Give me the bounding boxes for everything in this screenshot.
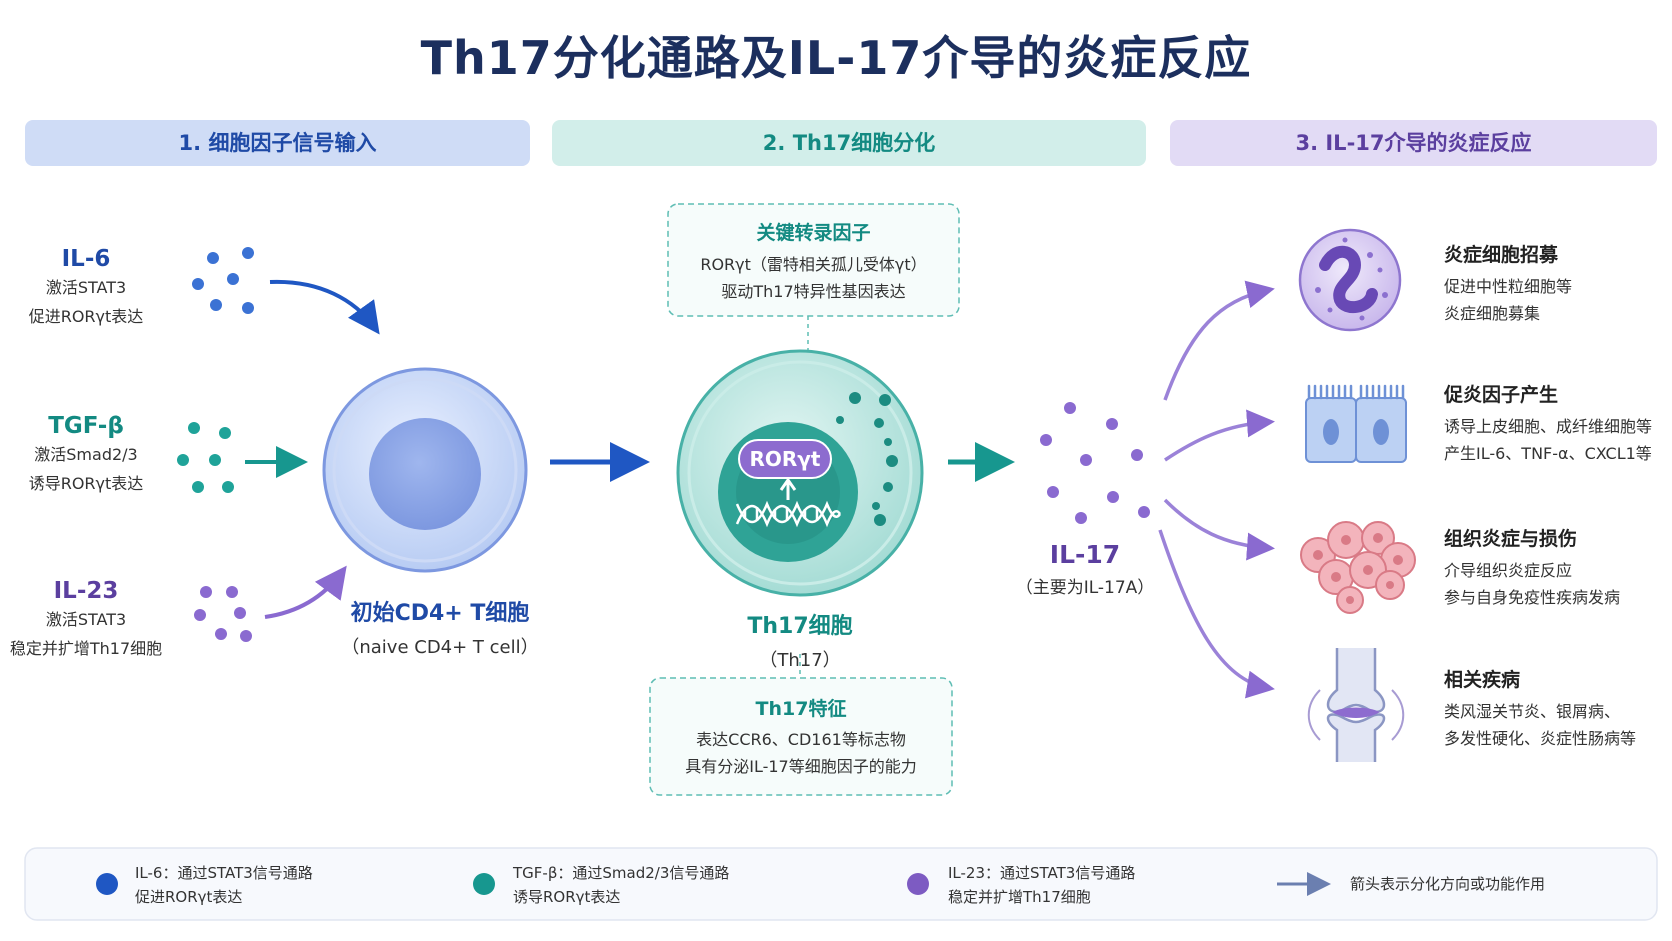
legend-arrow-line1: 箭头表示分化方向或功能作用 — [1350, 875, 1546, 893]
key-factor-text: 关键转录因子 RORγt（雷特相关孤儿受体γt） 驱动Th17特异性基因表达 — [668, 218, 959, 305]
il17-name: IL-17 — [1049, 540, 1121, 569]
effect-recruitment-line1: 促进中性粒细胞等 — [1444, 277, 1573, 296]
il23-arrow — [264, 565, 347, 619]
th17-cell-sub: （Th17） — [759, 650, 841, 671]
effect-tissue: 组织炎症与损伤 介导组织炎症反应 参与自身免疫性疾病发病 — [1444, 524, 1620, 611]
naive-cd4-t-cell-icon — [322, 367, 528, 573]
il17-sub: （主要为IL-17A） — [1015, 578, 1155, 598]
effect-arrow-tissue — [1163, 498, 1275, 561]
effect-cytokines: 促炎因子产生 诱导上皮细胞、成纤维细胞等 产生IL-6、TNF-α、CXCL1等 — [1444, 380, 1652, 467]
input-il6-line1: 激活STAT3 — [45, 278, 127, 297]
effect-tissue-line1: 介导组织炎症反应 — [1444, 561, 1573, 580]
effect-cytokines-line2: 产生IL-6、TNF-α、CXCL1等 — [1444, 444, 1652, 463]
naive-cell-label: 初始CD4+ T细胞 （naive CD4+ T cell） — [325, 595, 555, 659]
key-factor-box — [667, 203, 960, 317]
damaged-tissue-icon — [1300, 521, 1416, 614]
page-title: Th17分化通路及IL-17介导的炎症反应 — [420, 31, 1252, 85]
rorgt-label-box — [738, 439, 832, 479]
effect-disease-line2: 多发性硬化、炎症性肠病等 — [1444, 729, 1637, 748]
th17-cell-name: Th17细胞 — [747, 614, 853, 639]
input-il23-name: IL-23 — [53, 578, 119, 604]
legend-tgfb-swatch — [473, 873, 495, 895]
rorgt-label: RORγt — [749, 447, 821, 471]
naive-cell-sub: （naive CD4+ T cell） — [341, 637, 539, 658]
legend-il6-line2: 促进RORγt表达 — [135, 888, 243, 906]
il17-label: IL-17 （主要为IL-17A） — [1000, 540, 1170, 598]
input-il6: IL-6 激活STAT3 促进RORγt表达 — [0, 246, 186, 330]
input-il23: IL-23 激活STAT3 稳定并扩增Th17细胞 — [0, 578, 186, 662]
section-band-input: 1. 细胞因子信号输入 — [25, 120, 530, 166]
legend-il6-swatch — [96, 873, 118, 895]
input-tgfb: TGF-β 激活Smad2/3 诱导RORγt表达 — [0, 413, 186, 497]
neutrophil-icon — [1298, 228, 1402, 332]
input-tgfb-line2: 诱导RORγt表达 — [28, 474, 144, 493]
th17-features-line2: 具有分泌IL-17等细胞因子的能力 — [685, 757, 917, 776]
legend-il6-line1: IL-6：通过STAT3信号通路 — [135, 864, 313, 882]
legend-il23: IL-23：通过STAT3信号通路 稳定并扩增Th17细胞 — [948, 861, 1135, 909]
legend-panel — [24, 847, 1658, 921]
effect-arrow-cytokines — [1164, 409, 1275, 462]
legend-il23-line2: 稳定并扩增Th17细胞 — [948, 888, 1091, 906]
effect-arrow-recruit — [1163, 280, 1275, 401]
il23-dots — [194, 586, 252, 642]
epithelial-cells-icon — [1305, 384, 1407, 463]
tgfb-dots — [177, 422, 234, 493]
input-il23-line2: 稳定并扩增Th17细胞 — [9, 639, 163, 658]
legend-il6: IL-6：通过STAT3信号通路 促进RORγt表达 — [135, 861, 313, 909]
input-il6-name: IL-6 — [61, 246, 111, 272]
th17-features-line1: 表达CCR6、CD161等标志物 — [696, 730, 906, 749]
legend-arrow: 箭头表示分化方向或功能作用 — [1350, 872, 1545, 896]
th17-cell-label: Th17细胞 （Th17） — [690, 608, 910, 672]
key-factor-title: 关键转录因子 — [756, 222, 871, 244]
section-band-differentiation: 2. Th17细胞分化 — [552, 120, 1146, 166]
effect-cytokines-line1: 诱导上皮细胞、成纤维细胞等 — [1444, 417, 1653, 436]
effect-disease-line1: 类风湿关节炎、银屑病、 — [1444, 702, 1621, 721]
legend-il23-line1: IL-23：通过STAT3信号通路 — [948, 864, 1136, 882]
effect-tissue-title: 组织炎症与损伤 — [1444, 528, 1578, 550]
key-factor-line1: RORγt（雷特相关孤儿受体γt） — [700, 255, 927, 274]
effect-cytokines-title: 促炎因子产生 — [1444, 384, 1559, 406]
th17-features-box — [649, 677, 953, 796]
joint-icon — [1307, 648, 1405, 762]
effect-recruitment: 炎症细胞招募 促进中性粒细胞等 炎症细胞募集 — [1444, 240, 1572, 327]
input-il23-line1: 激活STAT3 — [45, 610, 127, 629]
legend-tgfb-line1: TGF-β：通过Smad2/3信号通路 — [513, 864, 730, 882]
dna-helix-icon — [735, 500, 842, 528]
naive-cell-name: 初始CD4+ T细胞 — [350, 601, 530, 626]
effect-tissue-line2: 参与自身免疫性疾病发病 — [1444, 588, 1621, 607]
key-factor-line2: 驱动Th17特异性基因表达 — [721, 282, 906, 301]
section-band-inflammation: 3. IL-17介导的炎症反应 — [1170, 120, 1657, 166]
input-il6-line2: 促进RORγt表达 — [28, 307, 144, 326]
effect-disease: 相关疾病 类风湿关节炎、银屑病、 多发性硬化、炎症性肠病等 — [1444, 665, 1636, 752]
effect-disease-title: 相关疾病 — [1444, 669, 1521, 691]
il6-arrow — [269, 279, 380, 335]
effect-recruitment-title: 炎症细胞招募 — [1444, 244, 1559, 266]
th17-features-text: Th17特征 表达CCR6、CD161等标志物 具有分泌IL-17等细胞因子的能… — [650, 694, 952, 780]
effect-arrow-disease — [1158, 529, 1275, 699]
il6-dots — [192, 247, 254, 314]
legend-tgfb: TGF-β：通过Smad2/3信号通路 诱导RORγt表达 — [513, 861, 729, 909]
input-tgfb-line1: 激活Smad2/3 — [34, 445, 138, 464]
legend-tgfb-line2: 诱导RORγt表达 — [513, 888, 621, 906]
legend-il23-swatch — [907, 873, 929, 895]
input-tgfb-name: TGF-β — [48, 413, 124, 439]
effect-recruitment-line2: 炎症细胞募集 — [1444, 304, 1541, 323]
th17-features-title: Th17特征 — [755, 698, 847, 720]
il17-dots — [1040, 402, 1150, 524]
th17-cell-icon — [676, 349, 924, 597]
